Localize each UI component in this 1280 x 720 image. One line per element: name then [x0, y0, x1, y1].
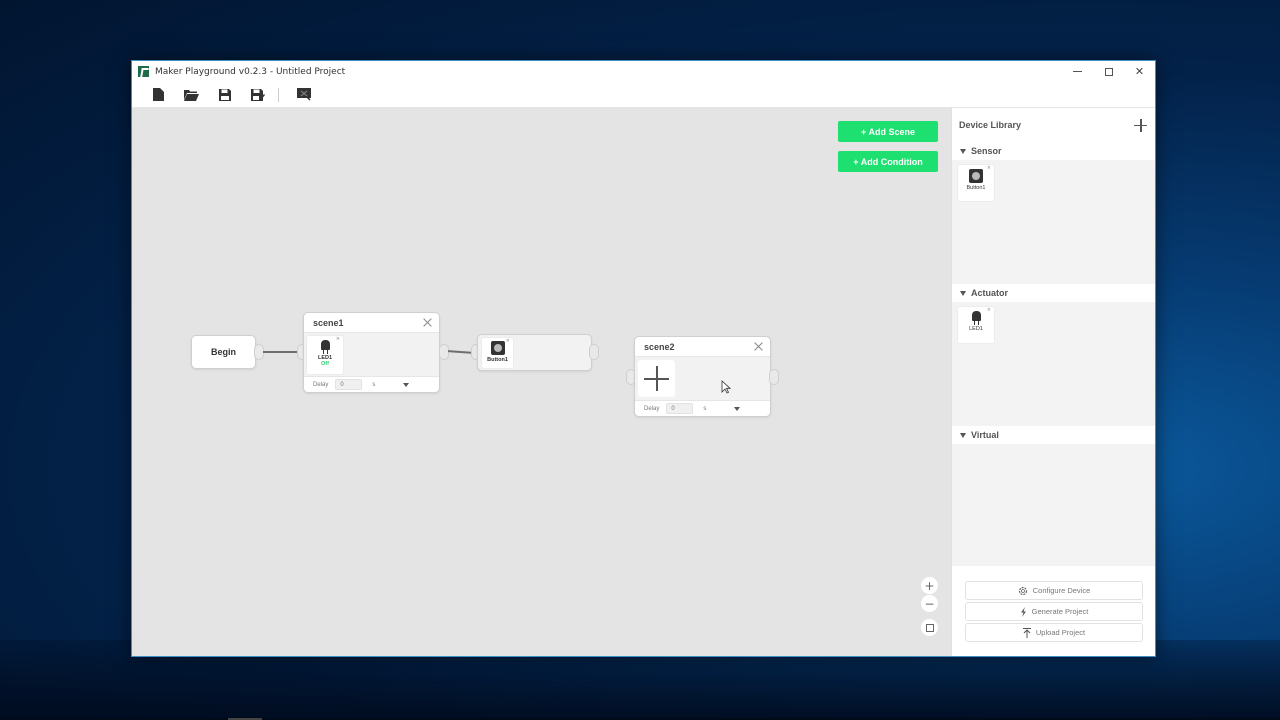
- library-device-led1[interactable]: × LED1: [957, 306, 995, 344]
- add-device-icon[interactable]: [638, 360, 675, 397]
- category-virtual-header[interactable]: Virtual: [952, 426, 1155, 444]
- device-name: Button1: [966, 185, 986, 191]
- zoom-out-icon: −: [924, 596, 935, 611]
- taskbar: [0, 718, 1280, 720]
- begin-node[interactable]: Begin: [191, 335, 256, 369]
- remove-device-icon[interactable]: ×: [986, 307, 991, 313]
- condition-device-button1[interactable]: × Button1: [481, 337, 514, 369]
- app-window: Maker Playground v0.2.3 - Untitled Proje…: [131, 60, 1156, 657]
- new-file-button[interactable]: [142, 83, 175, 107]
- toolbar-divider: [278, 87, 279, 102]
- category-sensor-header[interactable]: Sensor: [952, 142, 1155, 160]
- open-folder-button[interactable]: [175, 83, 208, 107]
- maximize-icon: [1104, 67, 1113, 76]
- scene1-delay-unit[interactable]: s: [372, 381, 376, 388]
- maximize-button[interactable]: [1093, 61, 1124, 82]
- generate-project-label: Generate Project: [1031, 607, 1089, 616]
- upload-icon: [1022, 627, 1031, 638]
- fit-view-icon: [925, 623, 934, 632]
- chevron-down-icon[interactable]: [403, 382, 410, 387]
- library-device-button1[interactable]: × Button1: [957, 164, 995, 202]
- zoom-out-button[interactable]: −: [921, 595, 938, 612]
- zoom-in-icon: +: [924, 578, 935, 593]
- led-icon: [320, 340, 330, 354]
- scene2-title: scene2: [644, 341, 675, 352]
- button-device-icon: [969, 169, 983, 183]
- close-window-button[interactable]: ✕: [1124, 61, 1155, 82]
- save-icon: [218, 88, 231, 101]
- scene1-title: scene1: [313, 317, 344, 328]
- generate-project-button[interactable]: Generate Project: [965, 602, 1143, 621]
- zoom-in-button[interactable]: +: [921, 577, 938, 594]
- lightning-icon: [1020, 606, 1026, 617]
- device-name: LED1: [317, 355, 333, 361]
- scene1-node[interactable]: scene1 × LED1 Off Delay 0: [303, 312, 440, 393]
- collapse-arrow-icon: [960, 290, 966, 296]
- condition-node[interactable]: × Button1: [477, 334, 592, 371]
- close-project-button[interactable]: [287, 83, 320, 107]
- open-folder-icon: [184, 89, 199, 101]
- category-label: Actuator: [971, 288, 1009, 298]
- category-sensor-list: × Button1: [952, 160, 1155, 284]
- scene2-node[interactable]: scene2 Delay 0 s: [634, 336, 771, 417]
- device-library-panel: Device Library Sensor × Button1 Actuator: [951, 108, 1155, 656]
- save-button[interactable]: [208, 83, 241, 107]
- close-icon: ✕: [1134, 65, 1145, 78]
- title-bar: Maker Playground v0.2.3 - Untitled Proje…: [132, 61, 1155, 82]
- category-actuator-list: × LED1: [952, 302, 1155, 426]
- window-title: Maker Playground v0.2.3 - Untitled Proje…: [155, 66, 346, 77]
- category-label: Sensor: [971, 146, 1002, 156]
- led-icon: [971, 311, 981, 325]
- begin-label: Begin: [210, 347, 236, 357]
- scene2-output-port[interactable]: [769, 369, 779, 385]
- category-label: Virtual: [971, 430, 999, 440]
- scene2-delay-unit[interactable]: s: [703, 405, 707, 412]
- toolbar: [132, 82, 1155, 108]
- delay-label: Delay: [313, 381, 329, 388]
- delay-label: Delay: [644, 405, 660, 412]
- close-project-icon: [296, 88, 311, 101]
- scene1-close-icon[interactable]: [423, 318, 432, 327]
- scene1-delay-input[interactable]: 0: [335, 379, 363, 390]
- add-condition-button[interactable]: + Add Condition: [838, 151, 938, 172]
- diagram-canvas[interactable]: + Add Scene + Add Condition Begin scene1…: [132, 108, 951, 656]
- connection-wire[interactable]: [447, 350, 474, 354]
- add-device-icon[interactable]: [1134, 118, 1147, 132]
- upload-project-button[interactable]: Upload Project: [965, 623, 1143, 642]
- upload-project-label: Upload Project: [1035, 628, 1086, 637]
- scene2-close-icon[interactable]: [754, 342, 763, 351]
- device-name: LED1: [969, 326, 983, 332]
- collapse-arrow-icon: [960, 148, 966, 154]
- category-virtual-list: [952, 444, 1155, 566]
- remove-device-icon[interactable]: ×: [986, 165, 991, 171]
- connection-wire[interactable]: [263, 351, 298, 353]
- scene2-device-area[interactable]: [635, 357, 770, 400]
- new-file-icon: [153, 88, 164, 101]
- condition-output-port[interactable]: [589, 344, 599, 360]
- configure-device-label: Configure Device: [1032, 586, 1091, 595]
- remove-device-icon[interactable]: ×: [335, 336, 340, 342]
- save-as-icon: [250, 88, 265, 101]
- button-device-icon: [490, 341, 505, 355]
- scene1-device-area[interactable]: × LED1 Off: [304, 333, 439, 376]
- app-logo-icon: [138, 66, 149, 77]
- add-scene-button[interactable]: + Add Scene: [838, 121, 938, 142]
- minimize-icon: [1073, 71, 1082, 72]
- remove-device-icon[interactable]: ×: [505, 338, 510, 344]
- minimize-button[interactable]: [1062, 61, 1093, 82]
- scene2-delay-input[interactable]: 0: [666, 403, 694, 414]
- zoom-fit-button[interactable]: [921, 619, 938, 636]
- category-actuator-header[interactable]: Actuator: [952, 284, 1155, 302]
- device-name: Button1: [487, 357, 508, 363]
- scene1-device-led1[interactable]: × LED1 Off: [306, 335, 344, 375]
- collapse-arrow-icon: [960, 432, 966, 438]
- device-state: Off: [321, 361, 329, 367]
- configure-device-button[interactable]: Configure Device: [965, 581, 1143, 600]
- gear-icon: [1018, 586, 1027, 595]
- chevron-down-icon[interactable]: [734, 406, 741, 411]
- save-as-button[interactable]: [241, 83, 274, 107]
- mouse-cursor-icon: [721, 380, 731, 394]
- device-library-title: Device Library: [959, 120, 1022, 130]
